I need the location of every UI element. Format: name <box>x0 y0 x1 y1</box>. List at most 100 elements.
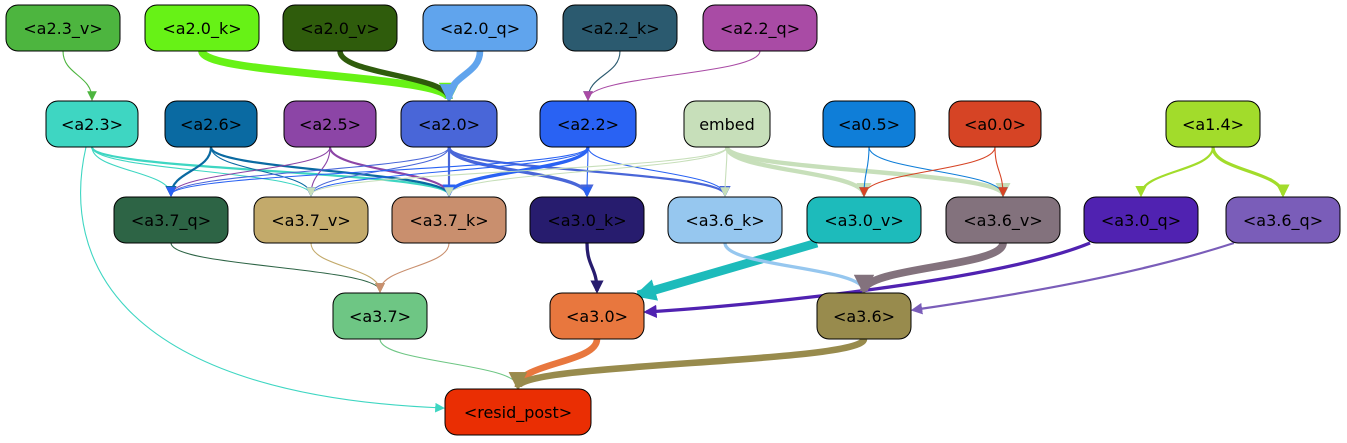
node-a3-6-v: <a3.6_v> <box>945 196 1061 244</box>
node-a3-0: <a3.0> <box>549 292 645 340</box>
node-a0-5: <a0.5> <box>822 100 916 148</box>
node-box <box>282 4 398 52</box>
edge-a3-0-v-to-a3-0 <box>633 238 819 301</box>
node-box <box>332 292 428 340</box>
node-box <box>113 196 229 244</box>
node-box <box>144 4 260 52</box>
node-label: <a3.7_v> <box>271 211 351 231</box>
edge-a2-2-q-to-a2-2 <box>583 50 761 101</box>
node-label: <resid_post> <box>464 403 572 423</box>
node-label: <a3.6_v> <box>963 211 1043 231</box>
edge-a2-3-to-a3-7-v <box>91 146 316 197</box>
node-label: <a2.0_v> <box>300 19 380 39</box>
node-label: <a2.2> <box>557 115 619 134</box>
node-box <box>400 100 498 148</box>
node-label: <a3.6_q> <box>1243 211 1323 231</box>
node-label: <a1.4> <box>1182 115 1244 134</box>
node-box <box>5 4 121 52</box>
node-box <box>444 388 592 436</box>
node-box <box>539 100 637 148</box>
edge-a3-6-q-to-a3-6 <box>910 241 1235 315</box>
edge-a2-6-to-a3-7-v <box>210 146 316 197</box>
node-a0-0: <a0.0> <box>948 100 1042 148</box>
node-label: <a2.6> <box>180 115 242 134</box>
edge-embed-to-a3-7-k <box>444 146 728 197</box>
node-embed: embed <box>683 100 771 148</box>
node-box <box>1083 196 1199 244</box>
node-label: <a2.0> <box>418 115 480 134</box>
edge-a2-0-q-to-a2-0 <box>439 50 484 103</box>
node-a2-2-q: <a2.2_q> <box>702 4 818 52</box>
edge-a3-7-k-to-a3-7 <box>375 242 450 293</box>
node-label: <a3.0_v> <box>824 211 904 231</box>
edge-a3-0-q-to-a3-0 <box>643 241 1091 318</box>
node-box <box>1225 196 1341 244</box>
node-label: <a0.0> <box>964 115 1026 134</box>
node-box <box>1165 100 1261 148</box>
node-label: <a0.5> <box>838 115 900 134</box>
node-a1-4: <a1.4> <box>1165 100 1261 148</box>
node-a2-0: <a2.0> <box>400 100 498 148</box>
node-a2-2: <a2.2> <box>539 100 637 148</box>
edge-a0-0-to-a3-0-v <box>859 146 996 197</box>
node-a3-7-v: <a3.7_v> <box>253 196 369 244</box>
node-box <box>816 292 912 340</box>
node-a3-0-v: <a3.0_v> <box>806 196 922 244</box>
node-label: <a2.5> <box>299 115 361 134</box>
edge-a2-2-k-to-a2-2 <box>583 50 621 101</box>
edge-a2-3-to-a3-7-k <box>90 146 455 198</box>
edge-a3-7-to-resid-post <box>379 338 523 389</box>
node-box <box>422 4 538 52</box>
node-label: <a3.7_k> <box>409 211 488 231</box>
node-box <box>283 100 377 148</box>
node-label: <a2.3> <box>61 115 123 134</box>
edge-a2-2-to-a3-7-q <box>166 146 589 197</box>
edge-a3-6-v-to-a3-6 <box>853 241 1007 296</box>
edge-a2-0-to-a3-7-q <box>166 146 450 197</box>
edge-layer <box>62 49 1290 413</box>
node-box <box>702 4 818 52</box>
edge-embed-to-a3-7-v <box>306 146 728 197</box>
node-a2-3: <a2.3> <box>45 100 139 148</box>
node-a3-0-k: <a3.0_k> <box>529 196 645 244</box>
edge-embed-to-a3-6-v <box>724 145 1011 199</box>
node-box <box>948 100 1042 148</box>
node-label: <a3.6_k> <box>685 211 764 231</box>
node-label: embed <box>699 115 755 134</box>
node-label: <a3.0_k> <box>547 211 626 231</box>
node-box <box>391 196 507 244</box>
node-a3-7-k: <a3.7_k> <box>391 196 507 244</box>
node-box <box>549 292 645 340</box>
node-a2-0-v: <a2.0_v> <box>282 4 398 52</box>
edge-a2-3-to-resid-post <box>80 146 445 413</box>
node-box <box>806 196 922 244</box>
node-a2-0-k: <a2.0_k> <box>144 4 260 52</box>
node-label: <a3.0> <box>566 307 628 326</box>
node-box <box>683 100 771 148</box>
edge-a2-2-to-a3-6-k <box>587 146 730 197</box>
node-label: <a3.0_q> <box>1101 211 1181 231</box>
node-label: <a3.7_q> <box>131 211 211 231</box>
edge-a2-5-to-a3-7-k <box>328 146 455 198</box>
node-label: <a2.0_k> <box>162 19 241 39</box>
node-a3-0-q: <a3.0_q> <box>1083 196 1199 244</box>
node-box <box>253 196 369 244</box>
node-label: <a2.0_q> <box>440 19 520 39</box>
node-a3-6-k: <a3.6_k> <box>667 196 783 244</box>
edge-a1-4-to-a3-0-q <box>1135 146 1215 198</box>
node-resid-post: <resid_post> <box>444 388 592 436</box>
node-a2-2-k: <a2.2_k> <box>562 4 678 52</box>
edge-a2-5-to-a3-7-q <box>166 146 331 197</box>
node-box <box>45 100 139 148</box>
node-a3-7-q: <a3.7_q> <box>113 196 229 244</box>
edge-embed-to-a3-6-k <box>720 146 730 197</box>
edge-a0-0-to-a3-6-v <box>994 146 1008 197</box>
edge-a3-7-q-to-a3-7 <box>170 242 385 293</box>
edge-a1-4-to-a3-6-q <box>1211 146 1290 198</box>
edge-a2-6-to-a3-7-k <box>209 146 455 198</box>
node-box <box>945 196 1061 244</box>
node-box <box>562 4 678 52</box>
node-a2-5: <a2.5> <box>283 100 377 148</box>
node-label: <a2.2_k> <box>580 19 659 39</box>
